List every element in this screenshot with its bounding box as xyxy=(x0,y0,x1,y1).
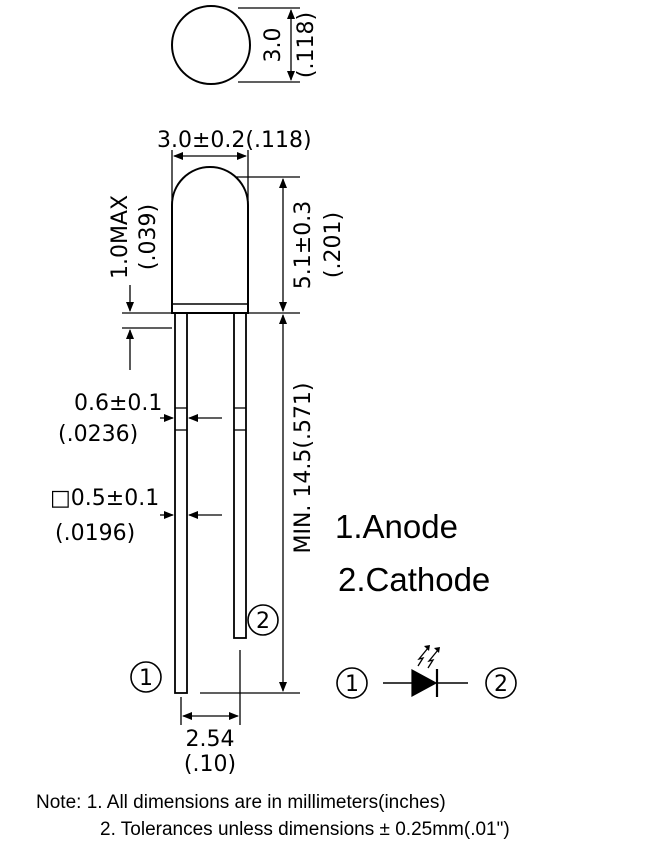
schematic-pin2-circle xyxy=(485,667,517,699)
note-line-1: Note: 1. All dimensions are in millimete… xyxy=(36,792,446,813)
led-lens-outline xyxy=(171,166,249,314)
notes: Note: 1. All dimensions are in millimete… xyxy=(36,789,510,843)
light-emission-arrow-icon xyxy=(417,647,429,667)
pin2-marker-circle xyxy=(247,604,279,636)
lead-length-label: MIN. 14.5(.571) xyxy=(291,382,316,553)
body-diameter-label: 3.0±0.2(.118) xyxy=(157,128,312,153)
lead-square-inch-label: (.0196) xyxy=(55,521,135,546)
pin2-marker: 2 xyxy=(247,604,279,636)
lead-width-label: 0.6±0.1 xyxy=(74,391,162,416)
cathode-lead xyxy=(233,312,247,639)
diode-triangle-icon xyxy=(411,668,438,698)
pin1-marker: 1 xyxy=(130,661,162,693)
led-body xyxy=(171,166,249,314)
lens-height-inch-label: (.201) xyxy=(321,212,346,278)
pitch-label: 2.54 xyxy=(186,727,235,752)
schematic-pin2-number: 2 xyxy=(494,672,508,697)
lens-height-dimension: 5.1±0.3 (.201) xyxy=(236,176,346,314)
lead-width-inch-label: (.0236) xyxy=(58,422,138,447)
top-diameter-inch-label: (.118) xyxy=(294,12,319,78)
lead-width-dimension: 0.6±0.1 (.0236) xyxy=(58,391,222,447)
led-schematic: 1 2 xyxy=(336,645,517,699)
pitch-inch-label: (.10) xyxy=(184,752,236,777)
top-view: 3.0 (.118) xyxy=(171,5,319,85)
leads xyxy=(174,312,247,694)
pin1-marker-number: 1 xyxy=(139,666,153,691)
note-line-2: 2. Tolerances unless dimensions ± 0.25mm… xyxy=(100,819,510,840)
top-view-circle xyxy=(171,5,251,85)
light-emission-arrowhead-1 xyxy=(424,645,430,651)
lead-length-dimension: MIN. 14.5(.571) xyxy=(200,314,316,694)
flange-max-inch-label: (.039) xyxy=(136,204,161,270)
flange-dimension: 1.0MAX (.039) xyxy=(108,195,172,370)
lead-square-dimension: □0.5±0.1 (.0196) xyxy=(50,486,222,546)
schematic-pin1-circle xyxy=(336,667,368,699)
schematic-pin1-number: 1 xyxy=(345,672,359,697)
light-emission-arrowhead-2 xyxy=(434,647,440,653)
pin1-marker-circle xyxy=(130,661,162,693)
anode-label: 1.Anode xyxy=(335,508,458,545)
cathode-label: 2.Cathode xyxy=(338,561,490,598)
top-diameter-label: 3.0 xyxy=(261,28,286,63)
lens-height-label: 5.1±0.3 xyxy=(291,201,316,289)
pitch-dimension: 2.54 (.10) xyxy=(180,650,241,777)
pin2-marker-number: 2 xyxy=(256,609,270,634)
body-diameter-dimension: 3.0±0.2(.118) xyxy=(157,128,312,200)
anode-lead xyxy=(174,312,188,694)
flange-max-label: 1.0MAX xyxy=(108,195,133,279)
lead-square-label: □0.5±0.1 xyxy=(50,486,159,511)
light-emission-arrow-icon-2 xyxy=(427,649,439,669)
